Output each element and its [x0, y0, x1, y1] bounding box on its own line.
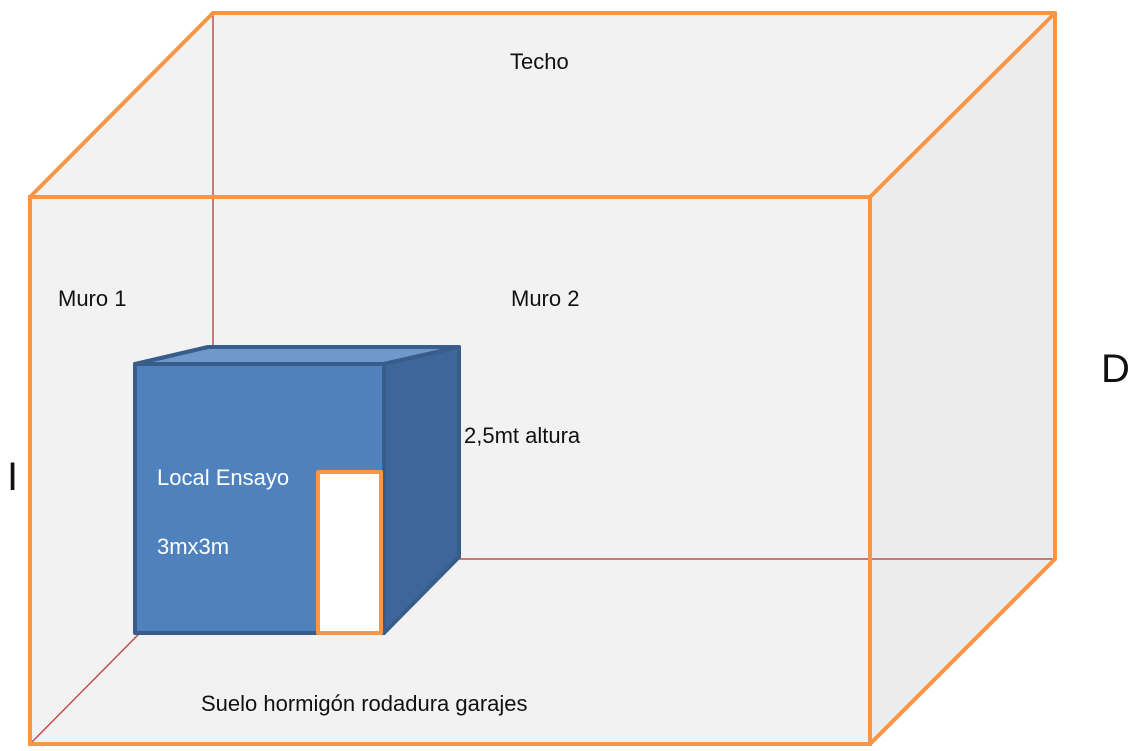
floor-label: Suelo hormigón rodadura garajes	[201, 691, 528, 716]
left-side-label: I	[7, 455, 19, 499]
edge-top-right	[868, 11, 1057, 199]
door	[316, 470, 383, 635]
edge-top-left	[28, 11, 215, 199]
ceiling-label: Techo	[510, 49, 569, 74]
right-wall-face	[870, 13, 1055, 744]
front-frame	[28, 195, 872, 746]
height-label: 2,5mt altura	[464, 423, 581, 448]
edge-bottom-right	[868, 557, 1057, 746]
right-side-label: D	[1101, 347, 1130, 391]
wall1-label: Muro 1	[58, 286, 127, 311]
box-size-label: 3mx3m	[157, 534, 230, 559]
wall2-label: Muro 2	[511, 286, 580, 311]
box-name-label: Local Ensayo	[157, 465, 290, 490]
